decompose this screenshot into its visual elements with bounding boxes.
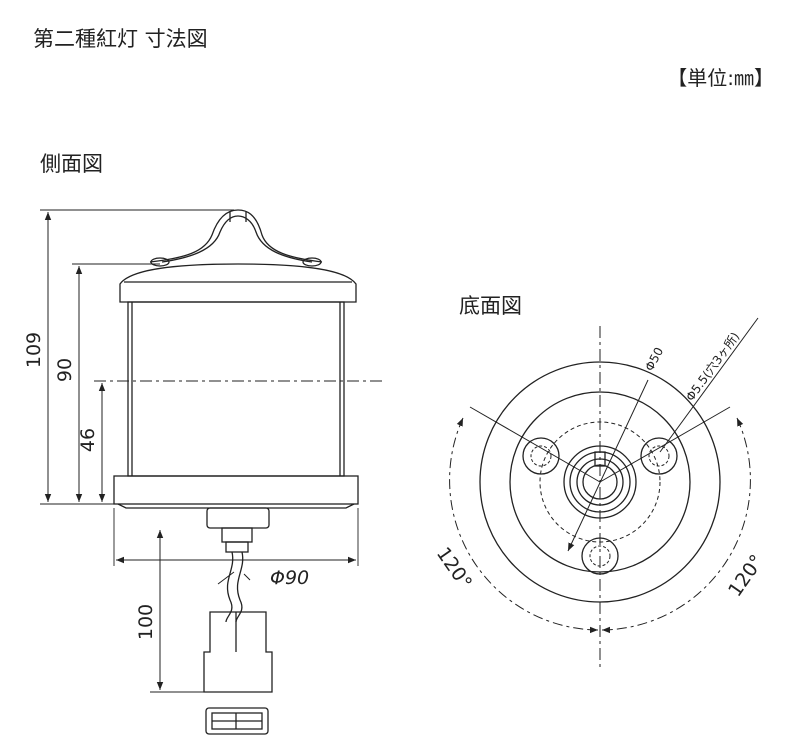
dim-center-height-label: 46 (77, 428, 99, 452)
angle-arc-left (449, 417, 599, 634)
page-title: 第二種紅灯 寸法図 (33, 27, 208, 51)
lamp-cap (119, 263, 357, 303)
unit-label: 【単位:㎜】 (667, 66, 774, 90)
dim-pcd-line (567, 379, 649, 552)
mounting-hole-left (522, 437, 560, 475)
cap-screw-right (302, 257, 322, 267)
dim-cable-length-label: 100 (135, 604, 157, 640)
dim-hole-label: Φ5.5(穴3ヶ所) (682, 329, 742, 404)
side-view (113, 209, 359, 735)
radial-line-left (469, 406, 601, 483)
lamp-lens-body (127, 301, 345, 477)
cap-screw-left (150, 257, 170, 267)
lamp-base (113, 475, 359, 505)
side-extension-lines (40, 209, 359, 693)
dim-total-height-label: 109 (23, 332, 45, 368)
connector-boss (206, 507, 270, 529)
plug-symbol (205, 707, 269, 735)
angle-arc-right (601, 417, 751, 634)
dim-diameter-label: Φ90 (270, 567, 309, 589)
cable-plug (203, 611, 273, 693)
cable (225, 551, 234, 623)
dim-pcd-label: Φ50 (642, 345, 666, 373)
mount-handle (149, 209, 323, 263)
dim-body-height-label: 90 (54, 358, 76, 382)
bottom-view-label: 底面図 (459, 294, 522, 318)
side-view-label: 側面図 (40, 152, 103, 176)
angle-right-label: 120° (724, 551, 768, 601)
angle-left-label: 120° (432, 543, 476, 593)
mounting-hole-right (640, 437, 678, 475)
